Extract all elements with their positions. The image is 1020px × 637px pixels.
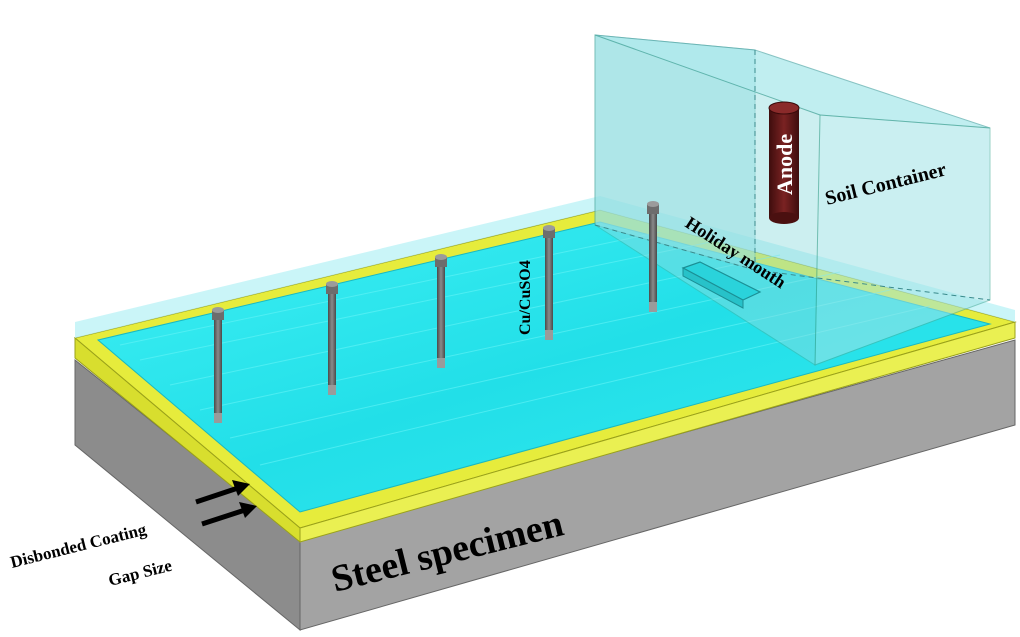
arrow-icon [201, 502, 257, 527]
electrode [212, 307, 224, 423]
electrode [543, 225, 555, 340]
container-left-face [594, 34, 821, 366]
anode: Anode [768, 101, 800, 224]
electrode [435, 254, 447, 368]
reference-electrodes [212, 201, 659, 423]
electrode [647, 201, 659, 312]
anode-label: Anode [772, 134, 797, 195]
gap-size-label: Gap Size [106, 556, 174, 590]
arrow-icon [195, 480, 250, 505]
holiday-mouth [681, 261, 762, 309]
reference-electrode-label: Cu/CuSO4 [517, 260, 534, 335]
steel-side-face [299, 339, 1016, 631]
electrode [326, 281, 338, 395]
disbonded-coating-label: Disbonded Coating [8, 520, 148, 572]
soil-container [594, 34, 991, 366]
